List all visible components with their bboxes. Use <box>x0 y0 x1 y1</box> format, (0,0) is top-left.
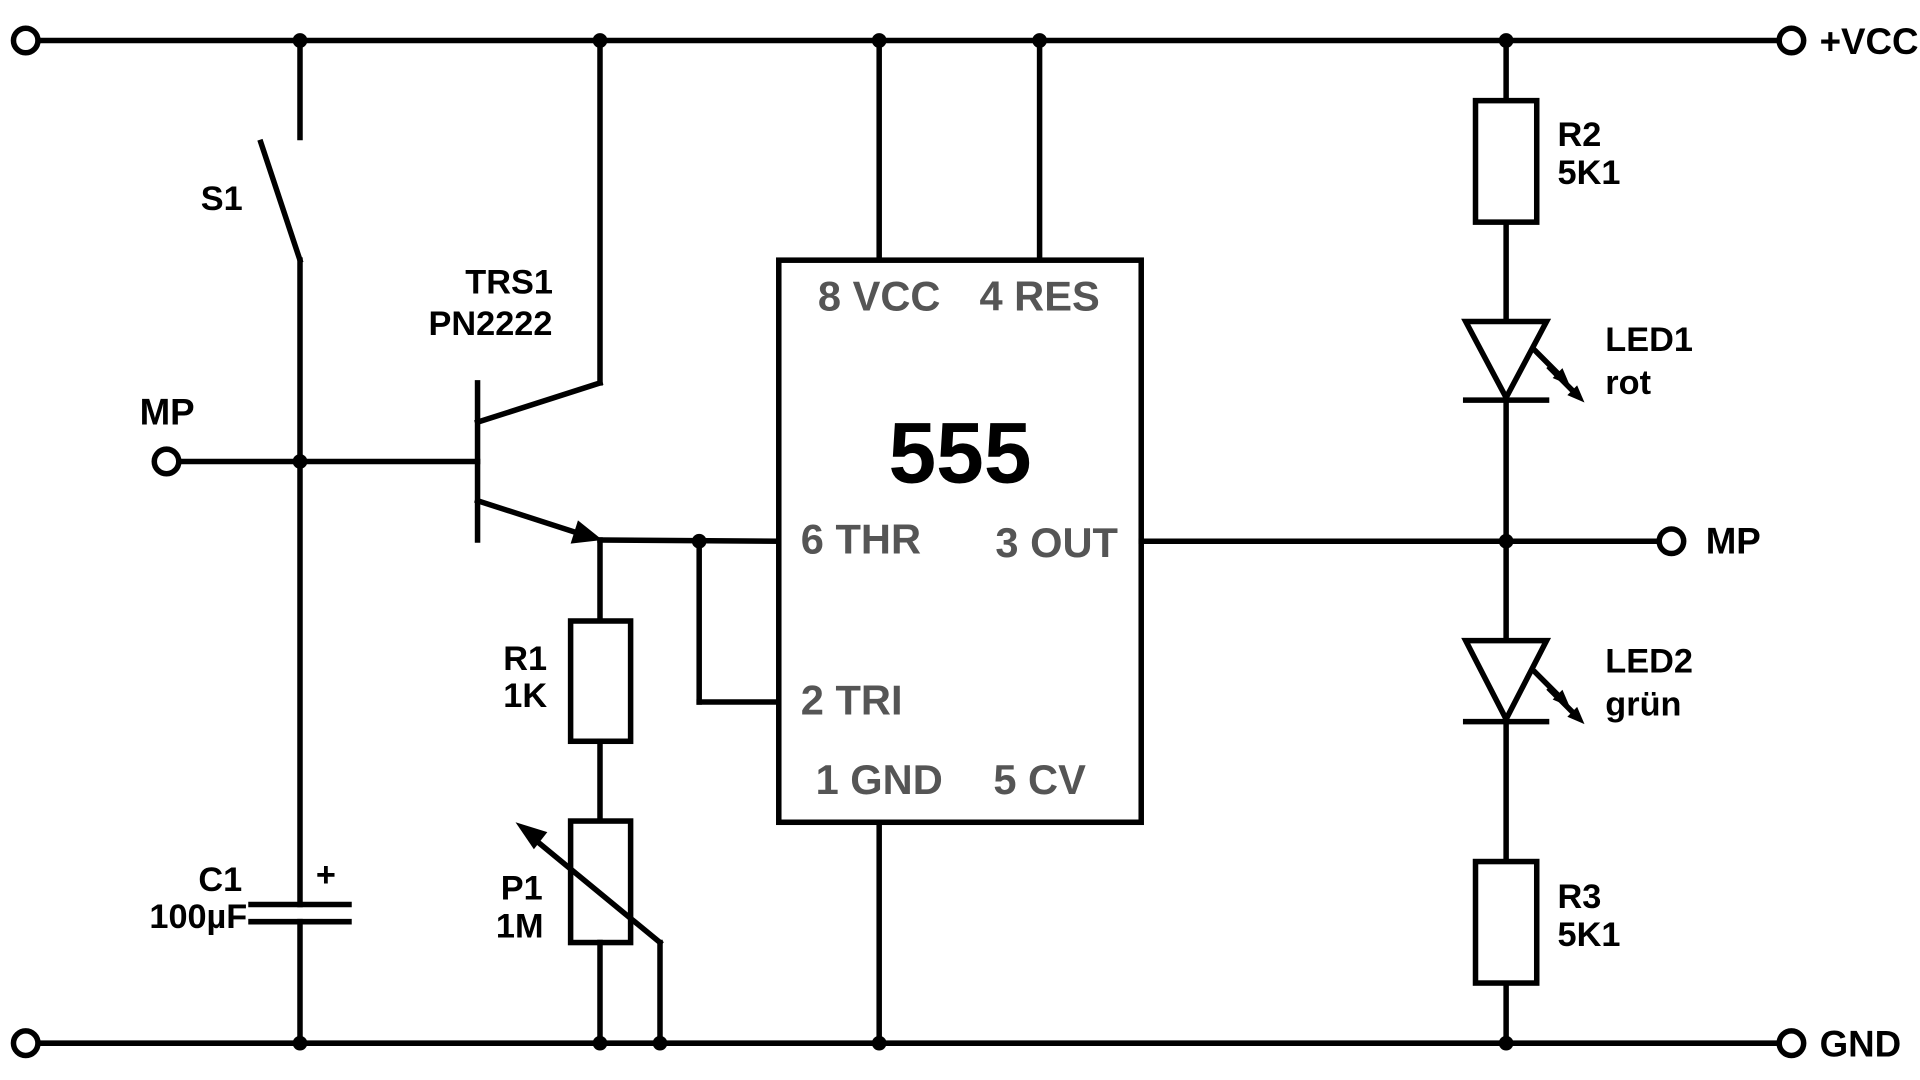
capacitor-c1 <box>248 901 352 1046</box>
mp-input-terminal <box>151 446 182 477</box>
ic-555 <box>776 37 1144 1046</box>
variable-arrow-icon <box>515 822 548 850</box>
led1-ref-label: LED1 <box>1605 321 1693 359</box>
r1-value-label: 1K <box>503 677 547 715</box>
led1-light-arrow-icon-2 <box>1567 385 1585 403</box>
led2-color-label: grün <box>1605 685 1681 723</box>
mp-output-terminal <box>1656 526 1687 557</box>
vcc-right-terminal <box>1776 25 1807 56</box>
pin-2-tri: 2 TRI <box>801 676 903 723</box>
trs1-ref-label: TRS1 <box>465 263 553 301</box>
gnd-right-terminal <box>1776 1028 1807 1059</box>
gnd-left-terminal <box>10 1028 41 1059</box>
pin-1-gnd: 1 GND <box>816 756 943 803</box>
pin-8-vcc: 8 VCC <box>818 272 941 319</box>
led2-ref-label: LED2 <box>1605 643 1693 681</box>
r1-ref-label: R1 <box>503 640 547 678</box>
mp-input-label: MP <box>140 392 195 433</box>
resistor-r1 <box>567 618 634 824</box>
c1-value-label: 100µF <box>149 898 247 936</box>
transistor-trs1 <box>474 37 604 544</box>
emitter-arrow-icon <box>570 520 603 544</box>
ic-name: 555 <box>889 405 1032 501</box>
junction-dots <box>292 33 1514 1051</box>
resistor-r3 <box>1472 858 1540 986</box>
trs1-type-label: PN2222 <box>429 305 553 343</box>
switch-s1 <box>257 37 304 908</box>
led2-light-arrow-icon <box>1552 689 1570 707</box>
s1-label: S1 <box>201 180 243 218</box>
p1-value-label: 1M <box>496 908 544 946</box>
resistor-r2 <box>1472 97 1540 225</box>
led1-color-label: rot <box>1605 364 1651 402</box>
led1 <box>1461 318 1585 404</box>
gnd-label: GND <box>1820 1024 1902 1065</box>
r3-ref-label: R3 <box>1558 878 1602 916</box>
pin-4-res: 4 RES <box>979 272 1099 319</box>
potentiometer-p1 <box>515 818 664 1046</box>
mp-output-label: MP <box>1706 520 1761 561</box>
pin-6-thr: 6 THR <box>801 515 921 562</box>
p1-ref-label: P1 <box>501 870 543 908</box>
c1-ref-label: C1 <box>198 861 242 899</box>
r3-value-label: 5K1 <box>1558 916 1621 954</box>
vcc-label: +VCC <box>1820 21 1919 62</box>
led2-light-arrow-icon-2 <box>1567 706 1585 725</box>
r2-ref-label: R2 <box>1558 116 1602 154</box>
emitter-net <box>597 537 782 705</box>
pin-3-out: 3 OUT <box>995 519 1118 566</box>
c1-plus-sign: + <box>316 856 336 894</box>
vcc-left-terminal <box>10 25 41 56</box>
led2 <box>1461 637 1585 726</box>
r2-value-label: 5K1 <box>1558 154 1621 192</box>
led1-light-arrow-icon <box>1552 368 1570 386</box>
pin-5-cv: 5 CV <box>993 756 1086 803</box>
